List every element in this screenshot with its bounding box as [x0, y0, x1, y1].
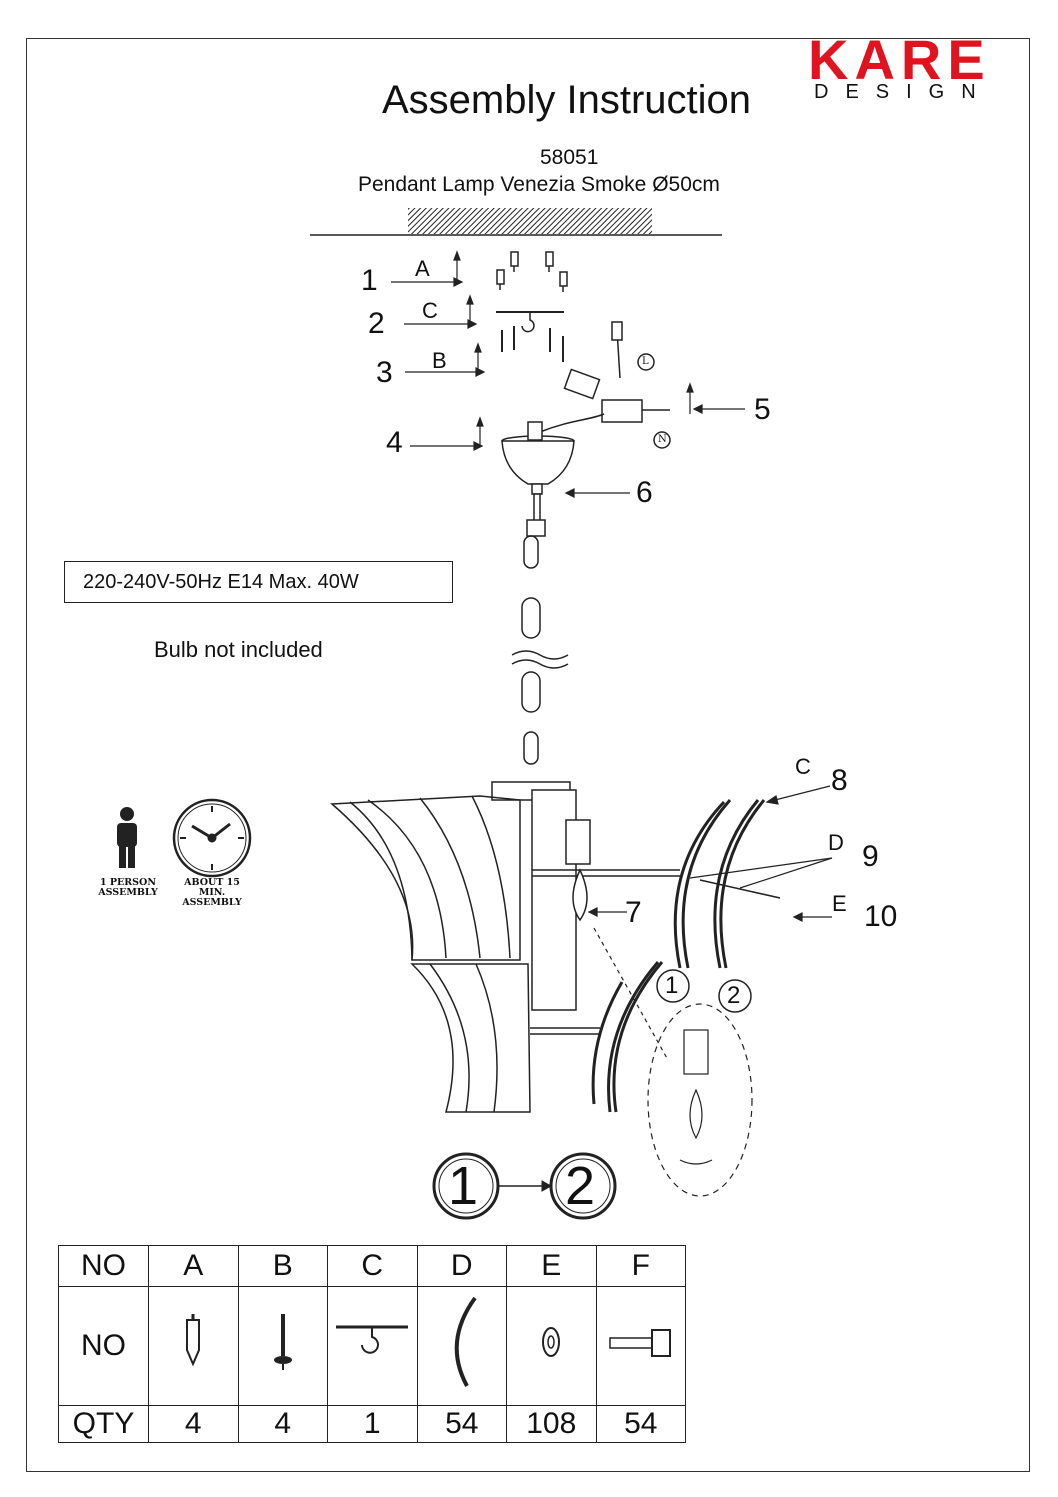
lamp-body	[330, 781, 680, 1113]
wall-plugs	[496, 251, 568, 292]
step-10-label: 10	[864, 900, 898, 933]
page-title: Assembly Instruction	[382, 78, 752, 122]
clock-icon	[172, 798, 252, 878]
part-qty-b: 4	[237, 1405, 328, 1443]
callout-a: A	[415, 256, 430, 281]
ceiling-hook-icon	[327, 1286, 418, 1406]
time-label: ABOUT 15 MIN. ASSEMBLY	[182, 877, 242, 908]
parts-header-label: NO	[58, 1245, 149, 1287]
chain	[511, 535, 569, 765]
washer-icon	[506, 1286, 597, 1406]
bolt-icon	[595, 1286, 686, 1406]
callout-c-blade: C	[795, 754, 811, 779]
step-3-label: 3	[376, 356, 393, 389]
screw-icon	[237, 1286, 328, 1406]
page-frame	[26, 38, 1030, 1472]
part-id-c: C	[327, 1245, 418, 1287]
step-1-label: 1	[361, 264, 378, 297]
part-id-f: F	[595, 1245, 686, 1287]
product-name: Pendant Lamp Venezia Smoke Ø50cm	[358, 173, 720, 196]
step-2-label: 2	[368, 307, 385, 340]
blade-step-1: 1	[665, 972, 679, 999]
parts-qty-label: QTY	[58, 1405, 149, 1443]
model-number: 58051	[540, 146, 599, 169]
part-id-b: B	[237, 1245, 328, 1287]
person-icon	[117, 807, 137, 868]
terminal-block	[539, 321, 671, 449]
parts-image-label: NO	[58, 1286, 149, 1406]
ceiling	[310, 208, 722, 236]
callout-e: E	[832, 891, 847, 916]
people-label: 1 PERSON ASSEMBLY	[98, 877, 158, 898]
part-id-e: E	[506, 1245, 597, 1287]
step-4-label: 4	[386, 426, 403, 459]
bulb-note: Bulb not included	[154, 637, 323, 662]
brand-logo-design: DESIGN	[814, 81, 993, 103]
parts-qty-row: QTY 4 4 1 54 108 54	[58, 1405, 686, 1443]
electrical-spec: 220-240V-50Hz E14 Max. 40W	[64, 561, 453, 603]
step-arrows	[391, 250, 833, 922]
part-id-d: D	[416, 1245, 507, 1287]
step-6-label: 6	[636, 476, 653, 509]
part-qty-e: 108	[506, 1405, 597, 1443]
part-id-a: A	[148, 1245, 239, 1287]
blade-step-2: 2	[727, 982, 741, 1009]
step-5-label: 5	[754, 393, 771, 426]
step-7-label: 7	[625, 896, 642, 929]
sequence-to: 2	[565, 1156, 596, 1216]
wall-plug-icon	[148, 1286, 239, 1406]
bulb-detail	[593, 927, 753, 1197]
callout-b: B	[432, 348, 447, 373]
part-qty-a: 4	[148, 1405, 239, 1443]
blade-assembly	[591, 799, 781, 1113]
step-8-label: 8	[831, 764, 848, 797]
hook-plate	[496, 311, 564, 333]
brand-logo-kare: KARE	[808, 28, 991, 91]
wire-neutral-label: N	[658, 434, 667, 445]
part-qty-f: 54	[595, 1405, 686, 1443]
screws	[501, 326, 564, 362]
sequence-circles	[432, 969, 752, 1220]
parts-table: NO A B C D E F NO QTY 4 4 1 54 108	[58, 1245, 686, 1443]
callout-d: D	[828, 830, 844, 855]
step-9-label: 9	[862, 840, 879, 873]
wire-live-label: L	[642, 356, 649, 367]
callout-c: C	[422, 298, 438, 323]
part-qty-d: 54	[416, 1405, 507, 1443]
part-qty-c: 1	[327, 1405, 418, 1443]
sequence-from: 1	[448, 1156, 479, 1216]
parts-image-row: NO	[58, 1286, 686, 1406]
parts-header-row: NO A B C D E F	[58, 1245, 686, 1287]
curved-glass-blade-icon	[416, 1286, 507, 1406]
brand-logo: KARE DESIGN	[808, 32, 1036, 106]
canopy	[501, 421, 575, 537]
